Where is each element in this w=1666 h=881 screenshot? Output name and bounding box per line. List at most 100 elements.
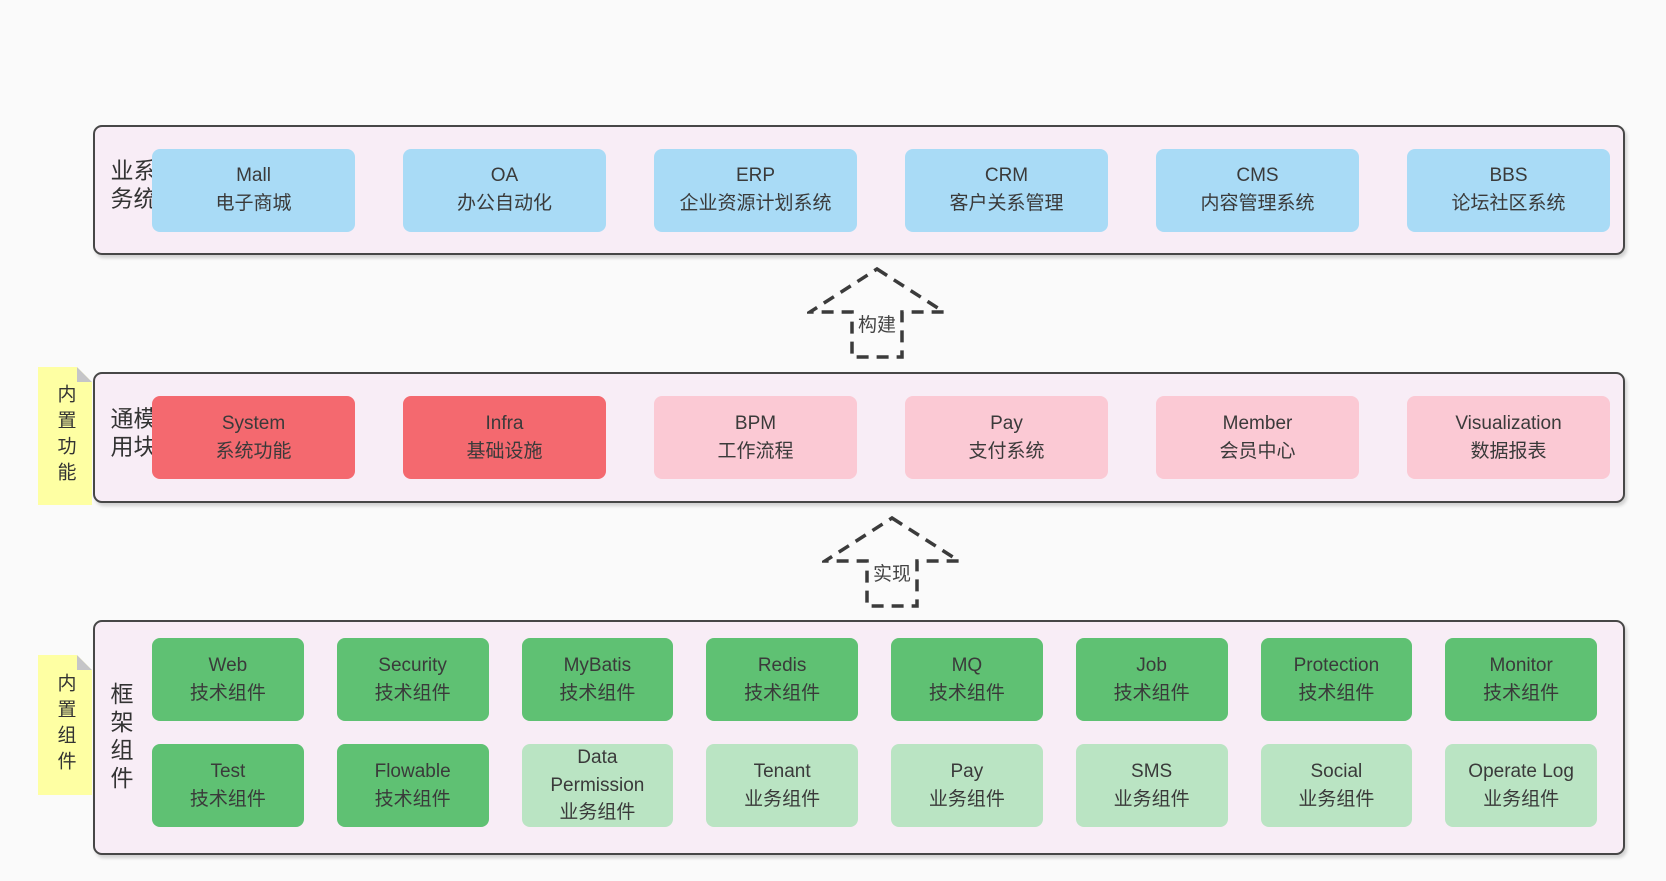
box-crm: CRM 客户关系管理: [905, 148, 1108, 232]
folded-corner-icon: [77, 367, 92, 382]
box-member: Member 会员中心: [1156, 396, 1359, 479]
box-title: Job: [1136, 654, 1167, 676]
box-title: BPM: [734, 412, 777, 434]
box-title: Visualization: [1455, 412, 1562, 434]
box-title: Member: [1222, 412, 1293, 434]
box-title: System: [221, 412, 286, 434]
box-subtitle: 技术组件: [928, 682, 1005, 704]
box-erp: ERP 企业资源计划系统: [654, 148, 857, 232]
box-subtitle: 企业资源计划系统: [679, 193, 832, 214]
box-title: Social: [1310, 760, 1363, 782]
section-label-business-systems: 业务系统: [107, 158, 156, 215]
box-security: Security 技术组件: [336, 638, 489, 721]
box-title: Redis: [757, 654, 807, 676]
box-title: Pay: [990, 412, 1023, 434]
section-common-modules: 通用模块 System 系统功能 Infra 基础设施 BPM 工作流程 Pay…: [93, 372, 1625, 503]
box-title: OA: [490, 165, 519, 187]
box-subtitle: 支付系统: [968, 440, 1045, 462]
section-framework-components: 框架组件 Web 技术组件 Security 技术组件 MyBatis 技术组件…: [93, 620, 1625, 855]
box-redis: Redis 技术组件: [706, 638, 858, 721]
box-title: Infra: [485, 412, 524, 434]
box-title: MyBatis: [563, 654, 632, 676]
box-subtitle: 技术组件: [744, 682, 821, 704]
box-subtitle: 技术组件: [189, 788, 266, 810]
box-cms: CMS 内容管理系统: [1156, 148, 1359, 232]
box-tenant: Tenant 业务组件: [706, 744, 858, 827]
box-mybatis: MyBatis 技术组件: [521, 638, 674, 721]
box-web: Web 技术组件: [152, 638, 304, 721]
box-title: CRM: [984, 165, 1029, 187]
box-pay-business: Pay 业务组件: [891, 744, 1043, 827]
box-data-permission: Data Permission 业务组件: [521, 744, 674, 827]
box-subtitle: 技术组件: [1113, 682, 1190, 704]
box-sms: SMS 业务组件: [1075, 744, 1228, 827]
box-subtitle: 业务组件: [1113, 788, 1190, 810]
box-monitor: Monitor 技术组件: [1445, 638, 1597, 721]
box-bpm: BPM 工作流程: [654, 396, 857, 479]
box-bbs: BBS 论坛社区系统: [1407, 148, 1610, 232]
box-pay: Pay 支付系统: [905, 396, 1108, 479]
modules-box-row: System 系统功能 Infra 基础设施 BPM 工作流程 Pay 支付系统…: [152, 374, 1610, 501]
box-title: Operate Log: [1468, 760, 1574, 782]
box-subtitle: 技术组件: [189, 682, 266, 704]
box-subtitle: 技术组件: [374, 682, 451, 704]
components-row-1: Web 技术组件 Security 技术组件 MyBatis 技术组件 Redi…: [152, 638, 1597, 721]
box-social: Social 业务组件: [1260, 744, 1413, 827]
box-title: Security: [378, 654, 447, 676]
box-test: Test 技术组件: [152, 744, 304, 827]
box-subtitle: 业务组件: [1298, 788, 1375, 810]
section-label-common-modules: 通用模块: [107, 405, 156, 462]
box-subtitle: 技术组件: [1298, 682, 1375, 704]
components-row-2: Test 技术组件 Flowable 技术组件 Data Permission …: [152, 744, 1597, 827]
box-title: MQ: [951, 654, 983, 676]
box-title: BBS: [1489, 165, 1528, 187]
box-subtitle: 会员中心: [1219, 440, 1296, 462]
box-mall: Mall 电子商城: [152, 148, 355, 232]
box-subtitle: 业务组件: [1483, 788, 1560, 810]
business-box-row: Mall 电子商城 OA 办公自动化 ERP 企业资源计划系统 CRM 客户关系…: [152, 127, 1610, 253]
sticky-note-text: 内置组件: [54, 673, 76, 777]
box-job: Job 技术组件: [1075, 638, 1228, 721]
box-title: ERP: [735, 165, 776, 187]
sticky-note-text: 内置功能: [54, 384, 76, 488]
box-subtitle: 工作流程: [717, 440, 794, 462]
box-subtitle: 技术组件: [559, 682, 636, 704]
box-title: CMS: [1236, 165, 1279, 187]
box-infra: Infra 基础设施: [403, 396, 606, 479]
box-subtitle: 电子商城: [215, 193, 292, 214]
implement-arrow-label: 实现: [869, 559, 915, 586]
build-arrow: 构建: [807, 266, 947, 360]
box-title: Pay: [950, 760, 984, 782]
box-subtitle: 业务组件: [744, 788, 821, 810]
box-title: SMS: [1131, 760, 1173, 782]
box-subtitle: 技术组件: [374, 788, 451, 810]
section-label-framework-components: 框架组件: [107, 681, 133, 794]
sticky-note-builtin-components: 内置组件: [38, 655, 92, 795]
box-system: System 系统功能: [152, 396, 355, 479]
box-mq: MQ 技术组件: [891, 638, 1043, 721]
box-title: Data Permission: [550, 747, 645, 796]
box-title: Test: [210, 760, 246, 782]
section-business-systems: 业务系统 Mall 电子商城 OA 办公自动化 ERP 企业资源计划系统 CRM…: [93, 125, 1625, 255]
build-arrow-label: 构建: [854, 310, 900, 337]
box-title: Web: [208, 654, 248, 676]
box-subtitle: 基础设施: [466, 440, 543, 462]
box-title: Monitor: [1489, 654, 1553, 676]
box-operate-log: Operate Log 业务组件: [1445, 744, 1597, 827]
components-grid: Web 技术组件 Security 技术组件 MyBatis 技术组件 Redi…: [152, 638, 1597, 827]
box-subtitle: 业务组件: [559, 802, 636, 824]
box-flowable: Flowable 技术组件: [336, 744, 489, 827]
box-oa: OA 办公自动化: [403, 148, 606, 232]
box-title: Tenant: [753, 760, 811, 782]
box-subtitle: 系统功能: [215, 440, 292, 462]
box-subtitle: 业务组件: [928, 788, 1005, 810]
box-protection: Protection 技术组件: [1260, 638, 1413, 721]
box-subtitle: 客户关系管理: [949, 193, 1064, 214]
box-visualization: Visualization 数据报表: [1407, 396, 1610, 479]
sticky-note-builtin-features: 内置功能: [38, 367, 92, 505]
box-title: Protection: [1293, 654, 1380, 676]
box-subtitle: 论坛社区系统: [1451, 193, 1566, 214]
box-subtitle: 技术组件: [1483, 682, 1560, 704]
box-subtitle: 数据报表: [1470, 440, 1547, 462]
box-title: Flowable: [374, 760, 451, 782]
